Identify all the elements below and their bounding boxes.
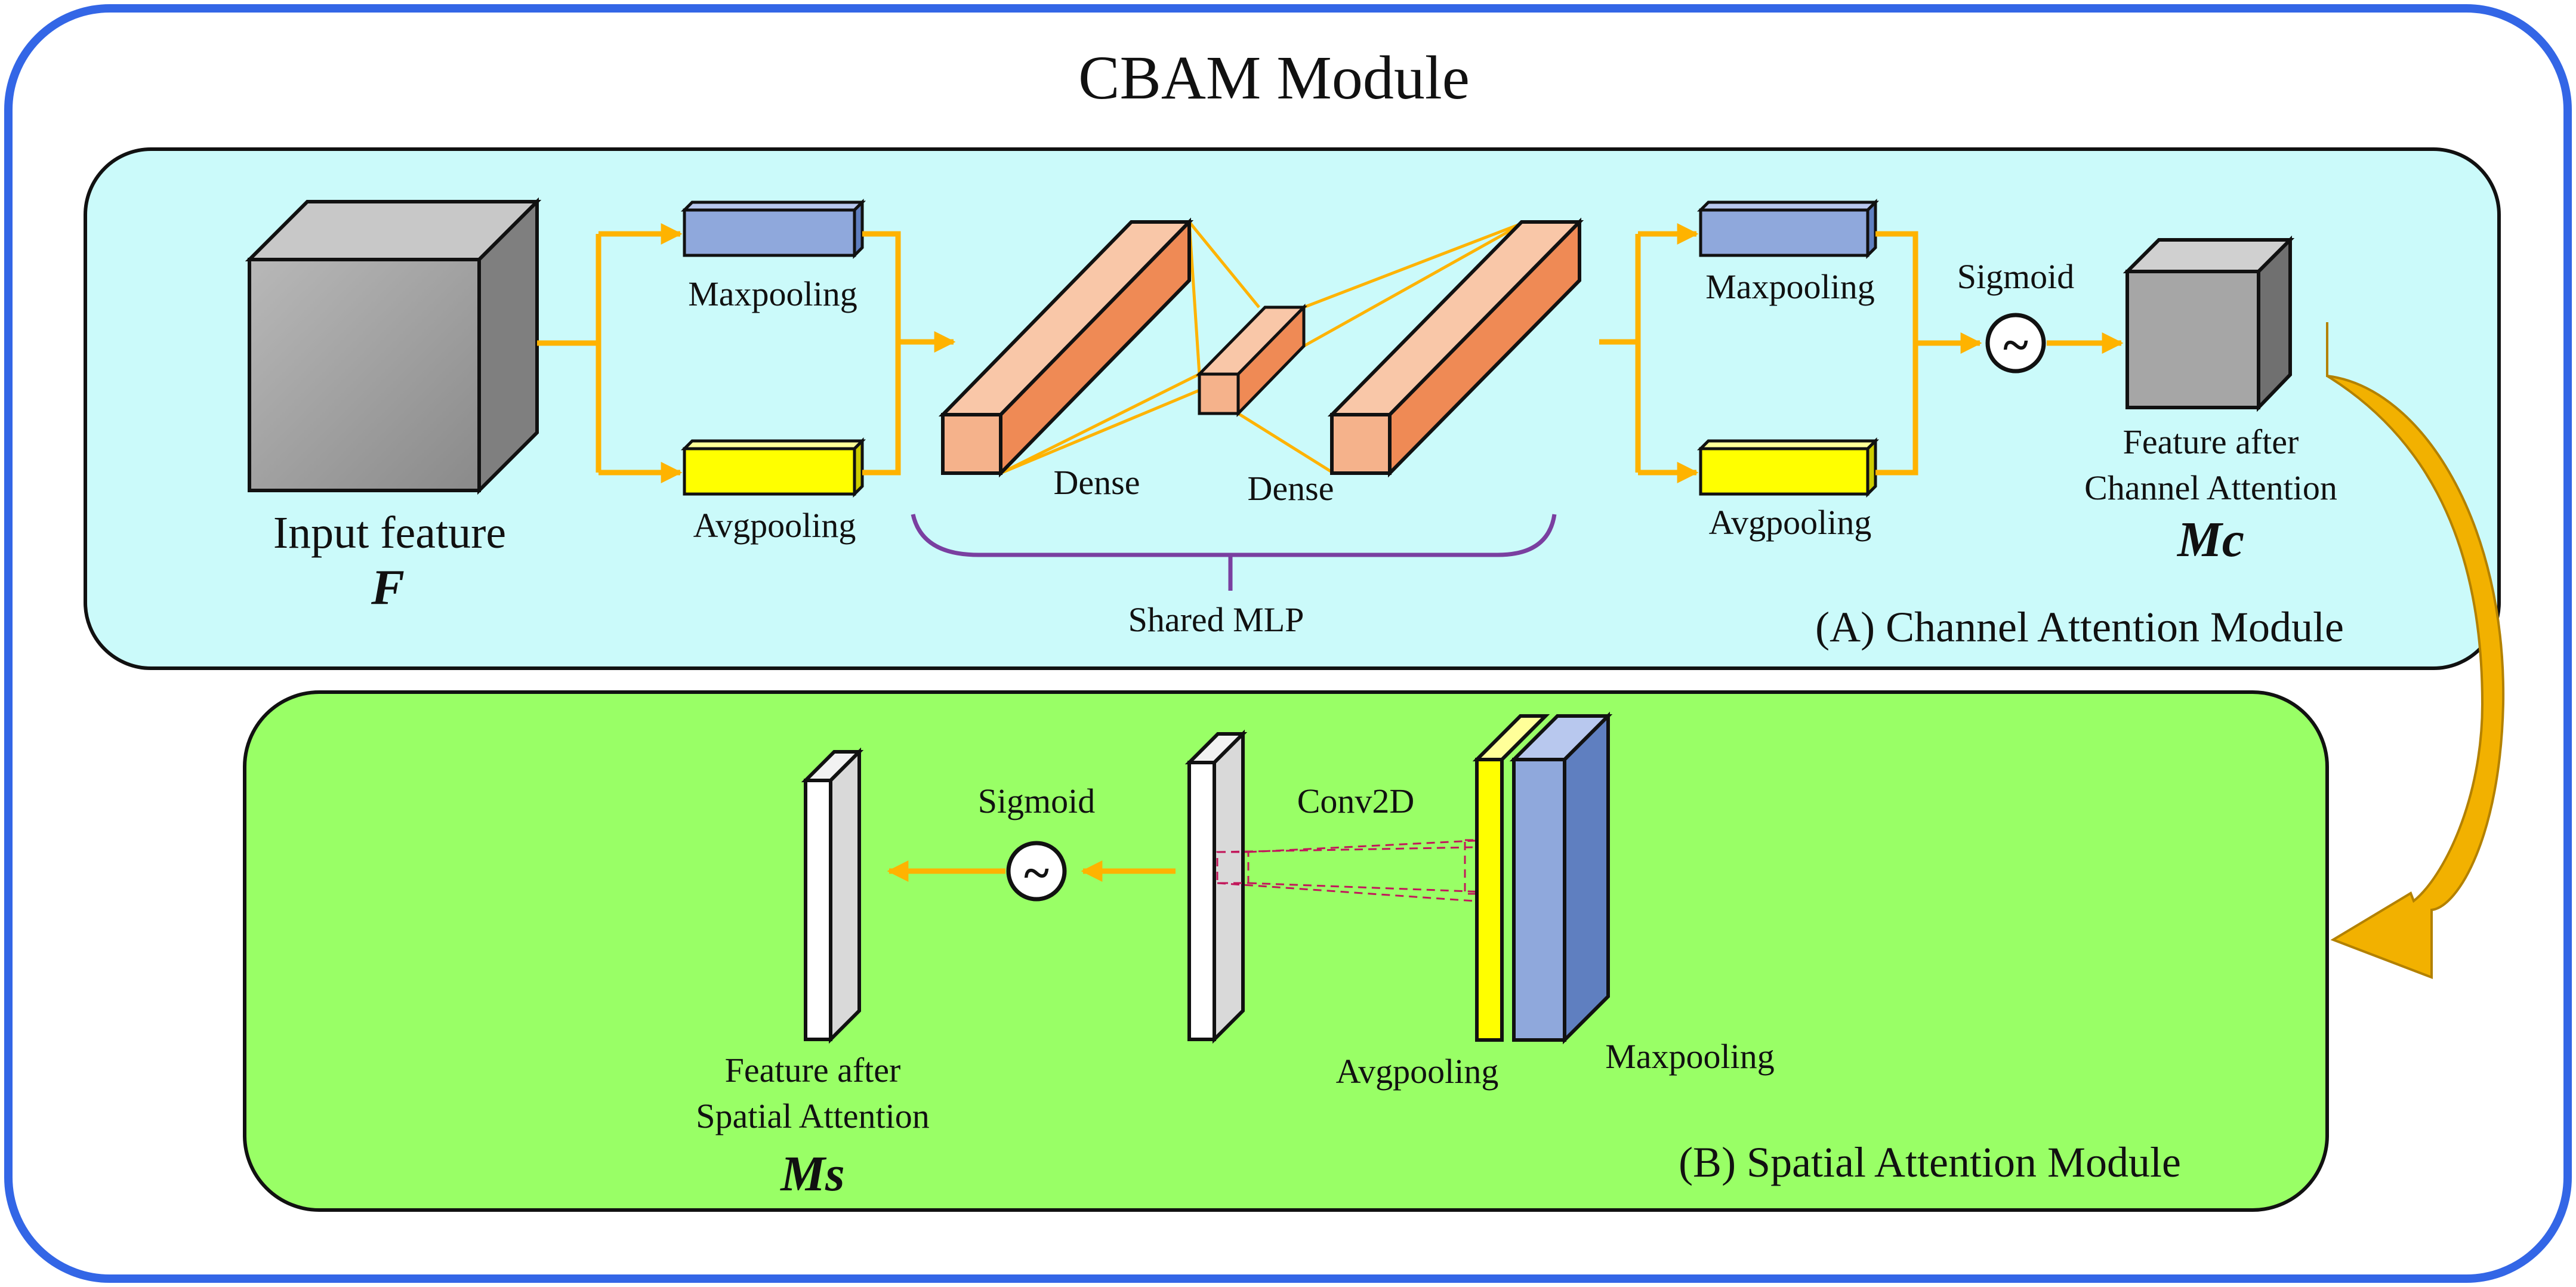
channel-output-symbol: Mc (2176, 512, 2244, 567)
diagram-title: CBAM Module (1078, 44, 1470, 112)
maxpool-label-2: Maxpooling (1705, 267, 1875, 306)
sigmoid-symbol-1: ~ (2003, 319, 2028, 372)
sigmoid-label-1: Sigmoid (1957, 257, 2075, 296)
avgpool-label-spatial: Avgpooling (1336, 1052, 1499, 1091)
dense-label-1: Dense (1054, 463, 1140, 502)
dense-label-2: Dense (1248, 469, 1334, 508)
channel-attention-output-cube (2122, 235, 2295, 412)
spatial-module-label: (B) Spatial Attention Module (1679, 1138, 2181, 1186)
sigmoid-icon-1 (1985, 313, 2046, 374)
conv-kernel-projection (1216, 839, 1493, 902)
input-feature-label: Input feature (273, 508, 506, 558)
input-feature-cube (245, 197, 542, 495)
avgpool-block-2 (1696, 437, 1880, 498)
channel-attention-panel (84, 147, 2501, 670)
maxpool-block-2 (1696, 198, 1880, 260)
channel-module-label: (A) Channel Attention Module (1815, 603, 2344, 651)
spatial-output-label-1: Feature after (725, 1051, 901, 1090)
dense-layer-1 (938, 217, 1194, 478)
input-split-arrows (537, 223, 683, 483)
avgpool-slab-spatial (1472, 714, 1550, 1042)
spatial-attention-output-slab (801, 747, 864, 1044)
sigmoid-icon-2 (1006, 841, 1067, 902)
maxpool-slab-spatial (1509, 711, 1613, 1045)
sigmoid-symbol-2: ~ (1024, 847, 1049, 900)
maxpool-block-1 (680, 198, 866, 260)
maxpool-label-spatial: Maxpooling (1605, 1037, 1775, 1076)
dense-layer-2 (1327, 217, 1584, 478)
pool2-merge-arrows (1875, 231, 2124, 476)
conv2d-label: Conv2D (1297, 782, 1415, 820)
shared-mlp-label: Shared MLP (1128, 600, 1304, 639)
avgpool-label-2: Avgpooling (1709, 503, 1872, 542)
module-connector-arrow (2326, 322, 2505, 979)
spatial-attention-panel (243, 690, 2329, 1212)
avgpool-label-1: Avgpooling (693, 506, 856, 545)
dense-layer-bottleneck (1196, 303, 1307, 418)
maxpool-label-1: Maxpooling (688, 274, 857, 313)
spatial-output-symbol: Ms (779, 1146, 844, 1202)
input-feature-symbol: F (371, 560, 405, 615)
avgpool-block-1 (680, 437, 866, 498)
channel-output-label-2: Channel Attention (2084, 468, 2337, 507)
spatial-output-label-2: Spatial Attention (696, 1097, 929, 1135)
mlp-split-arrows (1599, 223, 1699, 483)
sigmoid-label-2: Sigmoid (978, 782, 1096, 820)
pool-merge-arrows (862, 231, 956, 476)
channel-output-label-1: Feature after (2123, 422, 2299, 461)
shared-mlp-brace (911, 514, 1557, 591)
conv2d-output-slab (1184, 729, 1248, 1044)
